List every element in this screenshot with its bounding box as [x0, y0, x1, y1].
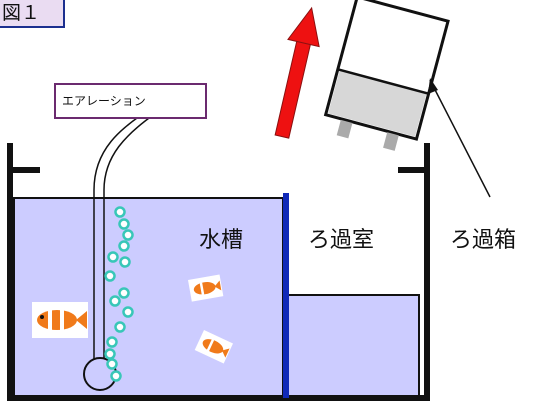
clownfish-2: [188, 274, 224, 302]
aeration-label: エアレーション: [54, 83, 207, 119]
bubble: [104, 270, 116, 282]
bubble: [118, 287, 130, 299]
bubble: [106, 336, 118, 348]
bubble: [106, 358, 118, 370]
bubble: [107, 251, 119, 263]
aeration-tube-inner: [103, 112, 157, 362]
filter-box-pointer: [429, 79, 491, 198]
clownfish-3: [194, 330, 234, 364]
bubble: [114, 206, 126, 218]
bubble: [119, 256, 131, 268]
figure-label: 図１: [0, 0, 65, 28]
bubble: [109, 295, 121, 307]
filter-box: [323, 0, 450, 151]
bubble: [122, 306, 134, 318]
filter-leg-left: [336, 119, 353, 139]
filter-room-label: ろ過室: [308, 228, 375, 253]
bubble: [122, 229, 134, 241]
bubble: [114, 321, 126, 333]
tank-water: [13, 197, 284, 397]
bubble: [118, 240, 130, 252]
filter-box-label: ろ過箱: [450, 228, 517, 253]
lift-arrow: [274, 6, 320, 139]
bubble: [110, 370, 122, 382]
tank-label: 水槽: [199, 228, 244, 253]
bubble: [104, 348, 116, 360]
bubble: [118, 218, 130, 230]
filter-room-water: [287, 294, 420, 397]
filter-leg-right: [383, 132, 399, 151]
bubbles: [104, 206, 134, 382]
tank-outer-wall: [7, 143, 430, 401]
clownfish-1: [32, 302, 88, 338]
